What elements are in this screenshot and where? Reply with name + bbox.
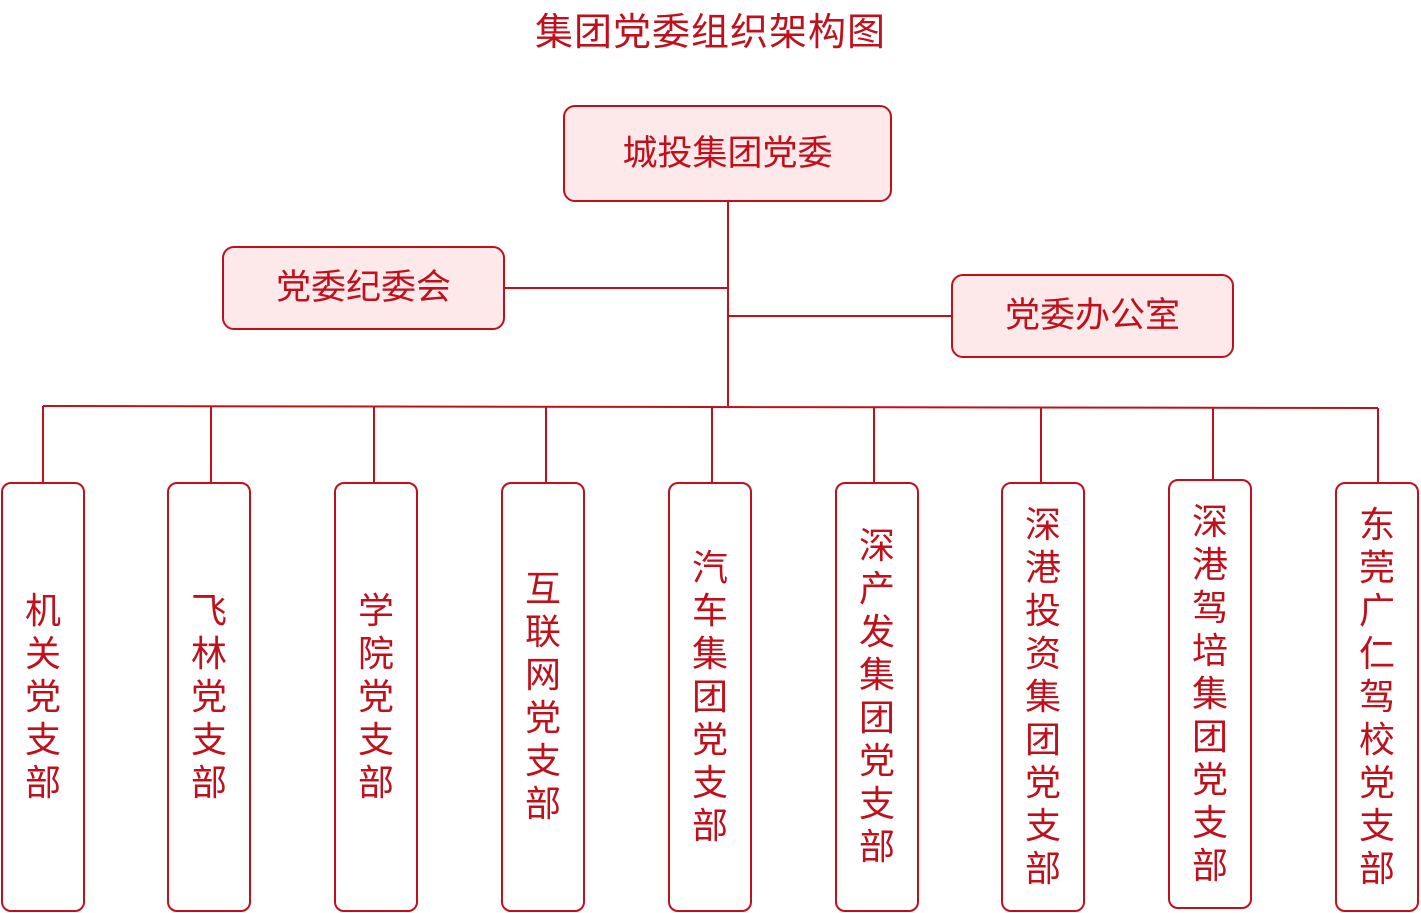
branch-node-label: 深港驾培集团党支部 <box>1191 501 1228 887</box>
branch-bus-connector <box>42 405 1379 409</box>
branch-node-label: 学院党支部 <box>357 590 394 804</box>
branch-node-label: 东莞广仁驾校党支部 <box>1358 504 1395 890</box>
branch-node-label: 深港投资集团党支部 <box>1024 504 1061 890</box>
branch-node-label: 汽车集团党支部 <box>691 547 728 847</box>
side-node-right: 党委办公室 <box>951 274 1234 358</box>
branch-node: 汽车集团党支部 <box>668 482 752 912</box>
branch-node-label: 互联网党支部 <box>524 569 561 825</box>
branch-node: 深产发集团党支部 <box>835 482 919 912</box>
branch-node: 学院党支部 <box>334 482 418 912</box>
branch-node-label: 机关党支部 <box>24 590 61 804</box>
side-node-left: 党委纪委会 <box>222 246 505 330</box>
root-node: 城投集团党委 <box>563 105 892 202</box>
branch-node-label: 飞林党支部 <box>190 590 227 804</box>
side-node-left-label: 党委纪委会 <box>275 268 451 308</box>
side-node-right-label: 党委办公室 <box>1004 296 1180 336</box>
branch-node: 飞林党支部 <box>167 482 251 912</box>
chart-title: 集团党委组织架构图 <box>534 10 886 54</box>
branch-node: 机关党支部 <box>1 482 85 912</box>
root-node-label: 城投集团党委 <box>622 133 833 174</box>
branch-node: 深港驾培集团党支部 <box>1168 479 1252 909</box>
branch-node: 东莞广仁驾校党支部 <box>1335 482 1419 912</box>
branch-node: 深港投资集团党支部 <box>1001 482 1085 912</box>
branch-node: 互联网党支部 <box>501 482 585 912</box>
branch-node-label: 深产发集团党支部 <box>858 526 895 868</box>
